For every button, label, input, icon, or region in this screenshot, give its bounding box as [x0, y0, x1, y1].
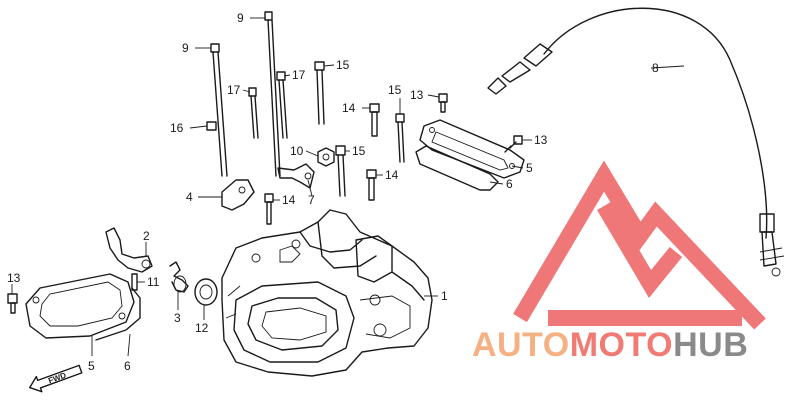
cable-8 [487, 7, 785, 277]
wordmark-hub: HUB [673, 326, 748, 364]
callout-2: 2 [143, 229, 150, 243]
valve-cover-left [25, 273, 135, 339]
gasket-left [95, 287, 141, 341]
gasket-right [415, 145, 499, 191]
callout-labels: 9 9 15 17 17 16 14 15 13 13 10 15 5 6 14… [7, 11, 659, 373]
callout-9-lower: 9 [182, 41, 189, 55]
bolt-15-right [395, 113, 405, 163]
nut-10 [317, 147, 335, 167]
callout-14-center: 14 [385, 168, 399, 182]
spring-3 [169, 261, 189, 293]
callout-17-left: 17 [227, 83, 241, 97]
callout-8: 8 [652, 61, 659, 75]
leader-lines [11, 17, 685, 357]
stud-bolt-9-lower [210, 43, 228, 177]
pin-11 [131, 273, 138, 291]
callout-1: 1 [441, 289, 448, 303]
callout-11: 11 [147, 275, 160, 289]
automotohub-logo-mark [513, 160, 766, 330]
callout-12: 12 [195, 321, 209, 335]
stud-bolt-17a [248, 87, 259, 139]
bolt-13-upper [438, 93, 448, 113]
bolt-15-center [335, 145, 346, 197]
callout-6-left: 6 [124, 359, 131, 373]
callout-4: 4 [186, 190, 193, 204]
callout-13-left: 13 [7, 271, 21, 285]
callout-15-right: 15 [388, 83, 402, 97]
svg-text:AUTOMOTOHUB: AUTOMOTOHUB [472, 326, 748, 364]
callout-6-right: 6 [506, 177, 513, 191]
stud-bolt-9-upper [264, 11, 281, 177]
automotohub-wordmark: AUTOMOTOHUB [472, 326, 748, 364]
clip-7 [277, 163, 315, 189]
bolt-14-upper [369, 103, 380, 137]
bolt-14-lower [264, 193, 274, 225]
forward-arrow: FWD [28, 364, 83, 393]
valve-cover-right [419, 119, 525, 179]
callout-15-upper: 15 [336, 58, 350, 72]
cylinder-head [221, 209, 433, 377]
callout-17-right: 17 [292, 68, 306, 82]
callout-13-right: 13 [534, 133, 548, 147]
callout-16: 16 [170, 121, 184, 135]
wordmark-auto: AUTO [472, 326, 570, 364]
callout-13-upper: 13 [410, 88, 424, 102]
bolt-13-left [7, 293, 18, 314]
callout-10: 10 [290, 144, 304, 158]
callout-7: 7 [308, 193, 315, 207]
callout-5-right: 5 [526, 161, 533, 175]
bracket-4 [221, 179, 255, 211]
wordmark-moto: MOTO [570, 326, 673, 364]
callout-3: 3 [174, 311, 181, 325]
forward-arrow-label: FWD [47, 371, 67, 386]
decompressor-lever-2 [105, 227, 153, 273]
callout-14-upper: 14 [342, 101, 356, 115]
callout-9-upper: 9 [237, 11, 244, 25]
bolt-14-center [366, 169, 377, 201]
stud-bolt-15a [314, 61, 325, 125]
callout-5-left: 5 [88, 359, 95, 373]
callout-15-center: 15 [352, 144, 366, 158]
bearing-12 [194, 278, 218, 306]
stud-bolt-16 [206, 121, 217, 131]
callout-14-lower: 14 [282, 193, 296, 207]
stud-bolt-17b [276, 71, 288, 139]
